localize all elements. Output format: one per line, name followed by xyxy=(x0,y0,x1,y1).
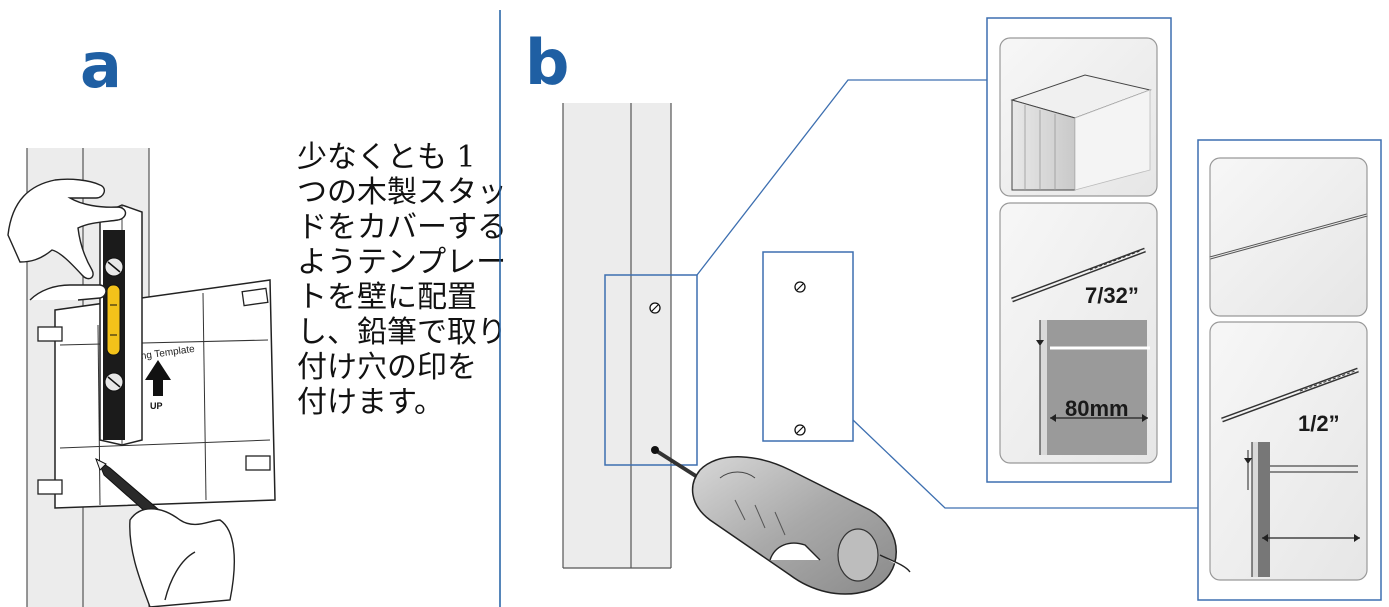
masonry-depth-diagram xyxy=(1244,442,1360,577)
wood-depth-label: 80mm xyxy=(1065,396,1129,421)
instruction-line: つの木製スタッ xyxy=(297,175,507,210)
drill-bit-icon xyxy=(1011,247,1146,303)
wood-bit-size-label: 7/32” xyxy=(1085,283,1139,308)
screw-hole-icon xyxy=(794,281,806,293)
stud-wall-b xyxy=(562,103,672,569)
masonry-drill-panel xyxy=(1209,321,1368,581)
hand-icon xyxy=(129,508,235,607)
hand-icon xyxy=(7,178,127,301)
step-b-label: b xyxy=(525,26,570,99)
highlight-box xyxy=(604,274,698,466)
instruction-line: ドをカバーする xyxy=(297,210,507,245)
callout-leader-line xyxy=(852,419,1198,509)
wood-stud-icon xyxy=(1010,74,1152,191)
callout-leader-line xyxy=(696,79,987,276)
up-arrow-label: UP xyxy=(150,401,163,411)
spirit-level-icon xyxy=(99,204,143,446)
up-arrow-icon xyxy=(145,360,171,396)
hand-icon xyxy=(769,542,911,573)
screw-hole-icon xyxy=(649,302,661,314)
instruction-line: 付け穴の印を xyxy=(297,350,477,385)
instruction-line: し、鉛筆で取り xyxy=(297,315,507,350)
instruction-line: トを壁に配置 xyxy=(297,280,477,315)
drill-icon xyxy=(651,446,897,595)
step-a-label: a xyxy=(80,29,122,102)
instruction-line: 付けます。 xyxy=(297,385,444,420)
drywall-icon xyxy=(1209,213,1368,260)
masonry-bit-size-label: 1/2” xyxy=(1298,411,1340,436)
wood-depth-diagram xyxy=(1036,320,1150,455)
drill-bit-icon xyxy=(1221,367,1359,423)
instruction-text: 少なくとも 1 つの木製スタッ ドをカバーする ようテンプレー トを壁に配置 し… xyxy=(297,140,507,420)
screw-hole-icon xyxy=(794,424,806,436)
instruction-line: ようテンプレー xyxy=(297,245,507,280)
instruction-line: 少なくとも 1 xyxy=(297,140,476,175)
mounting-plate xyxy=(762,251,854,442)
